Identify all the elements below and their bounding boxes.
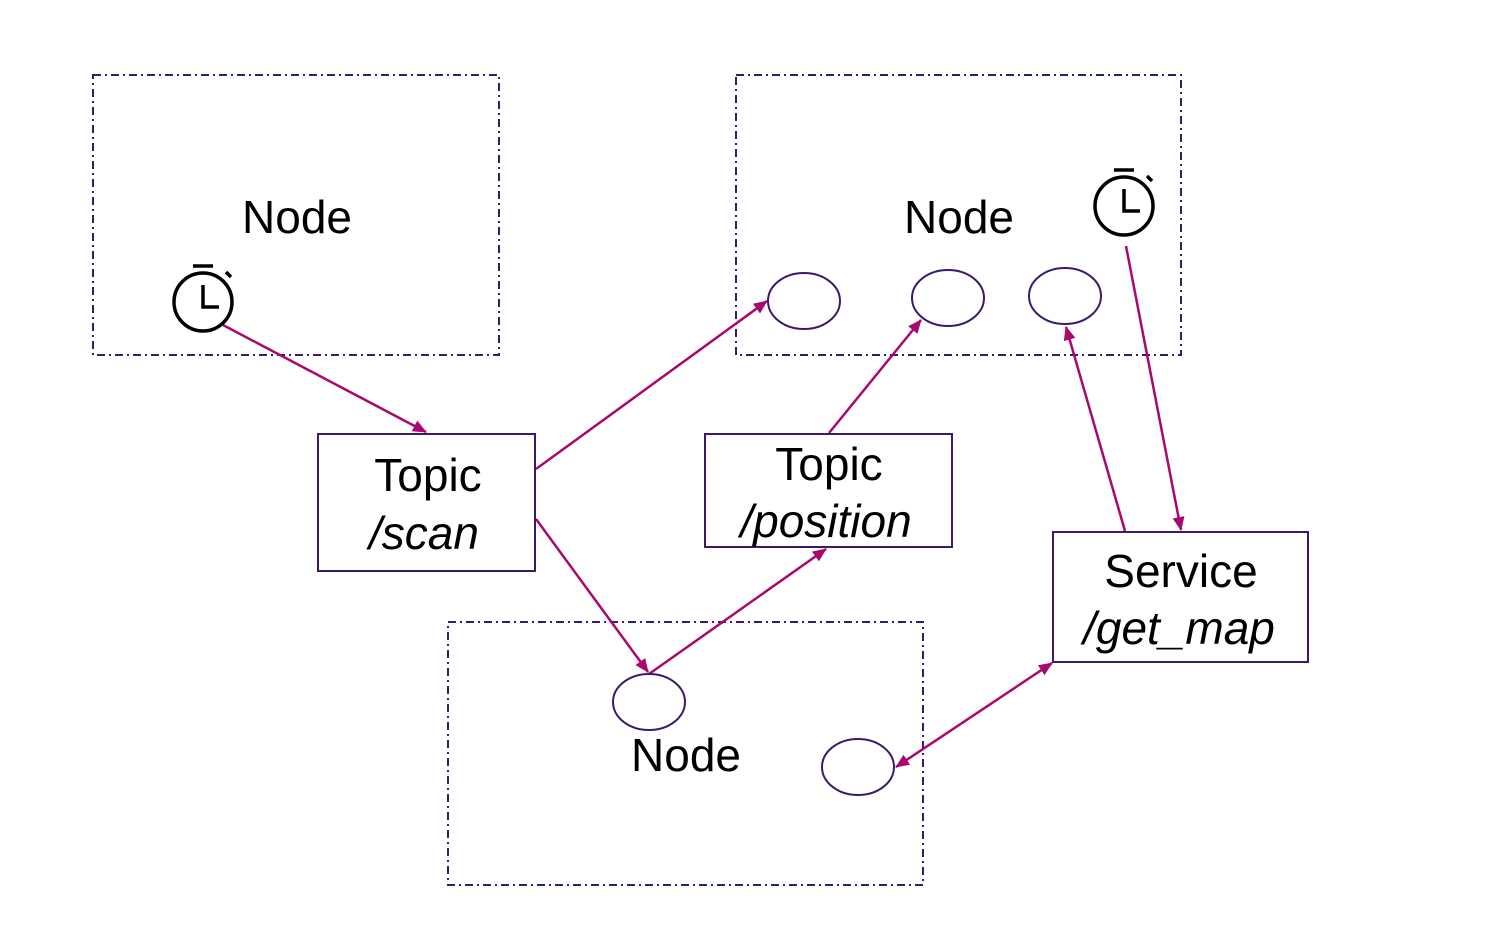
edge-scan-to-top-right-port xyxy=(535,299,768,471)
edge-scan-to-bottom-port xyxy=(534,518,650,673)
edge-bottom-port-to-position xyxy=(648,547,827,676)
service-get-map-title: Service xyxy=(1104,545,1257,597)
port-top-right-2 xyxy=(911,269,985,327)
port-top-right-1 xyxy=(767,272,841,330)
edge-service-to-top-right-port xyxy=(1063,326,1127,532)
topic-scan-title: Topic xyxy=(374,449,481,501)
timer-icon xyxy=(172,264,234,333)
node-box-top-left xyxy=(92,74,500,356)
timer-icon xyxy=(1093,168,1155,237)
topic-position-title: Topic xyxy=(775,438,882,490)
topic-position-box xyxy=(704,433,953,548)
edge-bottom-port-to-service xyxy=(895,661,1053,769)
port-bottom-1 xyxy=(612,673,686,731)
edge-position-to-top-right-port xyxy=(828,319,922,434)
topic-position-name: /position xyxy=(737,495,911,547)
port-top-right-3 xyxy=(1028,267,1102,325)
topic-scan-box xyxy=(317,433,536,572)
service-get-map-box xyxy=(1052,531,1309,663)
topic-scan-name: /scan xyxy=(366,507,479,559)
node-label-top-left: Node xyxy=(242,191,352,243)
edge-timer-to-scan xyxy=(222,323,427,434)
edge-timer-to-service xyxy=(1124,245,1185,531)
node-label-top-right: Node xyxy=(904,191,1014,243)
port-bottom-2 xyxy=(821,738,895,796)
node-box-top-right xyxy=(735,74,1182,356)
service-get-map-name: /get_map xyxy=(1080,602,1275,654)
node-label-bottom: Node xyxy=(631,729,741,781)
